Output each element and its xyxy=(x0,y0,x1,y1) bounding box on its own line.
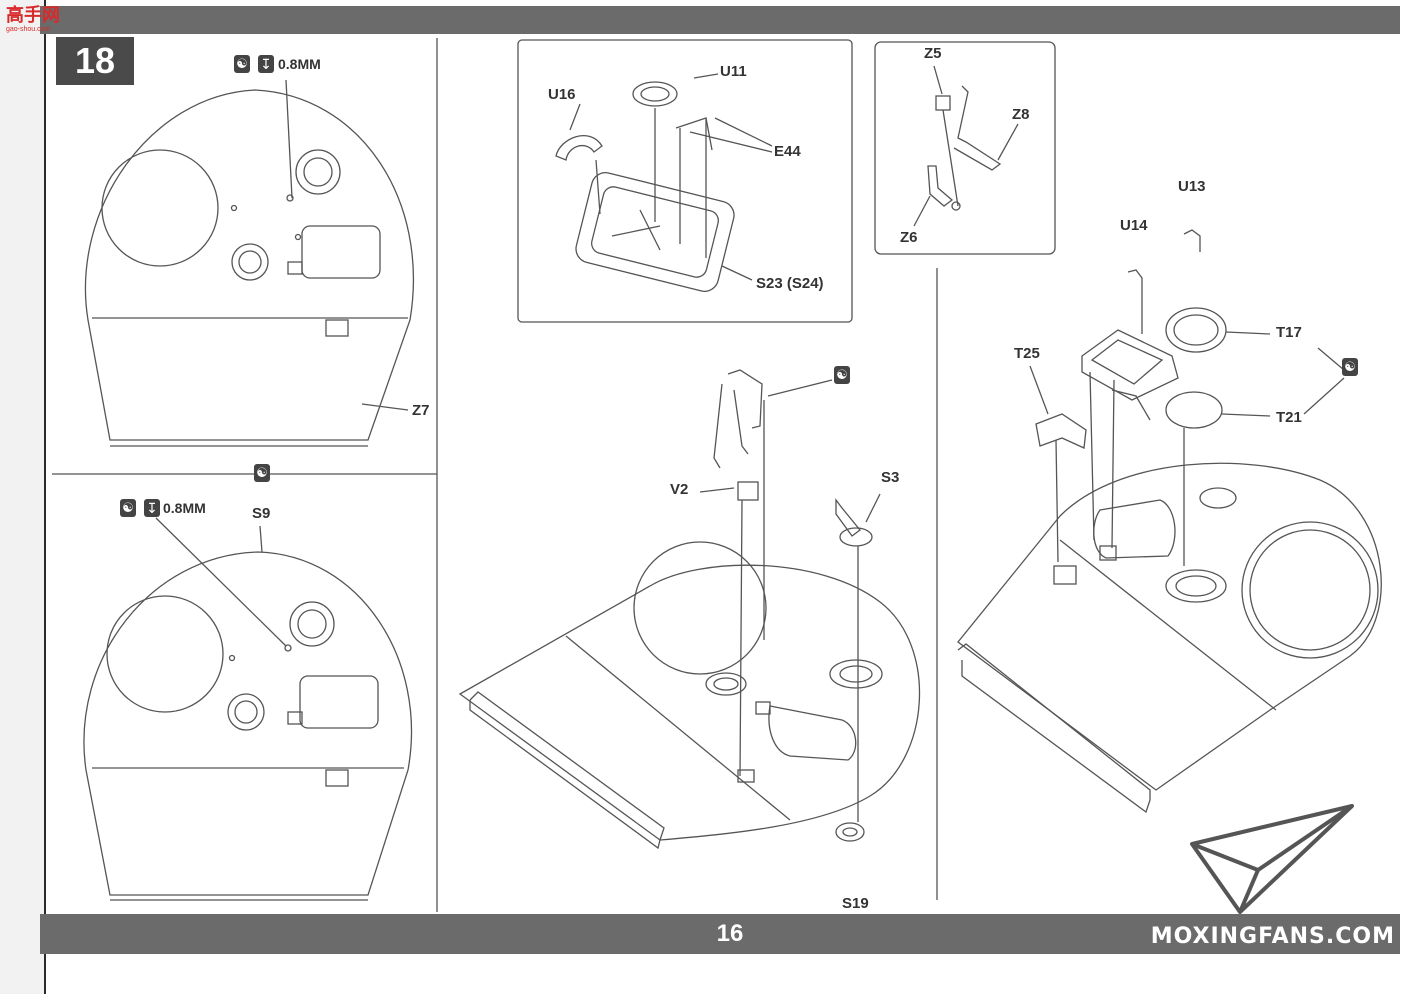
page-number: 16 xyxy=(716,920,744,947)
watermark-url: gao-shou.com xyxy=(6,26,51,33)
hatch-part-z7 xyxy=(84,89,415,447)
step-number: 18 xyxy=(56,37,134,85)
turret-plate-center xyxy=(458,369,921,850)
site-watermark: 高手网 gao-shou.com xyxy=(6,6,60,34)
glue-icon xyxy=(1342,358,1358,376)
part-label-v2: V2 xyxy=(670,481,689,498)
part-label-z6: Z6 xyxy=(900,229,918,246)
paper-plane-logo xyxy=(1190,804,1354,914)
part-label-s9: S9 xyxy=(252,505,271,522)
watermark-brand: 高手网 xyxy=(6,5,60,26)
footer-brand: MOXINGFANS.COM xyxy=(1150,924,1395,949)
leader-line xyxy=(285,79,293,199)
turret-plate-right xyxy=(957,229,1382,814)
part-label-z8: Z8 xyxy=(1012,106,1030,123)
inset-box-hatch xyxy=(517,39,853,323)
part-label-t21: T21 xyxy=(1276,409,1302,426)
part-label-e44: E44 xyxy=(774,143,801,160)
drill-size-label: 0.8MM xyxy=(278,56,321,72)
part-label-u16: U16 xyxy=(548,86,576,103)
part-label-u11: U11 xyxy=(720,63,747,80)
glue-icon xyxy=(834,366,850,384)
drill-size-label: 0.8MM xyxy=(163,500,206,516)
drill-icon xyxy=(144,499,160,517)
part-label-z5: Z5 xyxy=(924,45,942,62)
drill-icon xyxy=(258,55,274,73)
part-label-s3: S3 xyxy=(881,469,900,486)
part-label-s23: S23 (S24) xyxy=(756,275,824,292)
booklet-spine xyxy=(0,0,46,994)
part-label-t17: T17 xyxy=(1276,324,1302,341)
hatch-subassembly xyxy=(555,73,773,292)
glue-icon xyxy=(254,464,270,482)
latch-subassembly xyxy=(913,65,1019,227)
top-bar xyxy=(40,6,1400,34)
part-label-u13: U13 xyxy=(1178,178,1206,195)
part-label-s19: S19 xyxy=(842,895,869,912)
part-label-u14: U14 xyxy=(1120,217,1148,234)
glue-icon xyxy=(234,55,250,73)
bottom-bar xyxy=(40,914,1400,954)
glue-icon xyxy=(120,499,136,517)
hatch-part-s9 xyxy=(83,517,413,901)
part-label-t25: T25 xyxy=(1014,345,1040,362)
inset-box-latch xyxy=(874,41,1056,255)
part-label-z7: Z7 xyxy=(412,402,430,419)
